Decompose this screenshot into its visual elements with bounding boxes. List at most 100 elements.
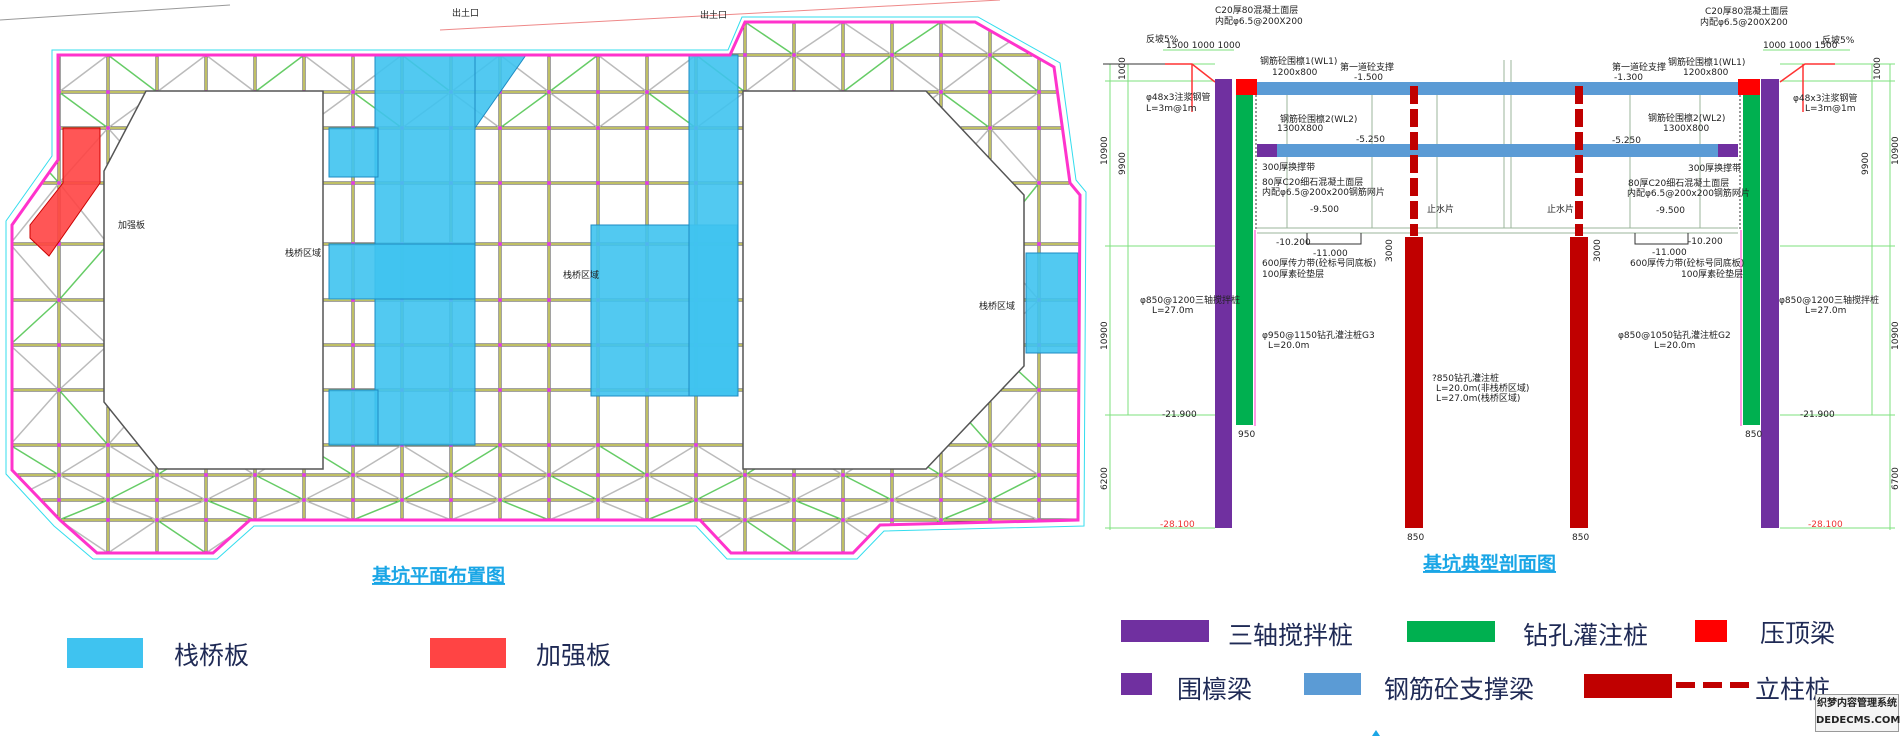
legend-swatch-cap (1695, 620, 1727, 642)
truss-diagonal (450, 474, 501, 501)
truss-diagonal (646, 474, 697, 501)
truss-node (8, 53, 12, 57)
truss-diagonal (744, 54, 795, 93)
truss-diagonal (989, 54, 1040, 93)
truss-node (351, 343, 355, 347)
truss-node (988, 53, 992, 57)
truss-node (694, 551, 698, 553)
section-title: 基坑典型剖面图 (1422, 552, 1556, 575)
cap-note: 内配φ6.5@200X200 (1215, 15, 1303, 27)
legend-swatch-reinforce (430, 638, 506, 668)
truss-node (939, 498, 943, 502)
wl1-note: 钢筋砼围檩1(WL1) (1668, 56, 1745, 68)
truss-diagonal (793, 22, 844, 56)
truss-diagonal (58, 299, 109, 346)
smw-length: L=27.0m (1805, 306, 1846, 316)
truss-node (547, 551, 551, 553)
force-band-note: 600厚传力带(砼标号同底板) (1262, 257, 1376, 269)
truss-node (351, 551, 355, 553)
truss-node (8, 551, 12, 555)
wl1-size: 1200x800 (1683, 68, 1729, 78)
cap-beam-left (1236, 79, 1257, 95)
level: -28.100 (1160, 520, 1195, 530)
truss-node (57, 551, 61, 553)
bored-length: L=20.0m (1654, 341, 1695, 351)
trestle-area-label: 栈桥区域 (285, 247, 321, 259)
truss-diagonal (940, 54, 991, 93)
truss-node (8, 20, 12, 24)
cap-note: C20厚80混凝土面层 (1705, 5, 1788, 17)
truss-node (106, 90, 110, 94)
opening-right (742, 90, 1025, 470)
pit-outline (10, 20, 1082, 555)
strut1-note: 第一道砼支撑 (1340, 61, 1394, 73)
truss-diagonal (12, 474, 60, 501)
truss-node (57, 343, 61, 347)
dim: 6700 (1891, 467, 1901, 490)
dim: 10900 (1891, 321, 1901, 350)
truss-node (596, 473, 600, 477)
truss-node (449, 498, 453, 502)
dim: 1000 (1118, 57, 1128, 80)
truss-node (988, 90, 992, 94)
level: -1.300 (1614, 73, 1643, 83)
truss-node (351, 90, 355, 94)
truss-node (498, 473, 502, 477)
truss-node (841, 53, 845, 57)
truss-diagonal (646, 519, 697, 553)
truss-node (302, 551, 306, 553)
truss-diagonal (450, 444, 501, 476)
legend-label-cap: 压顶梁 (1760, 619, 1836, 648)
truss-node (498, 242, 502, 246)
truss-diagonal (58, 474, 109, 501)
truss-node (302, 498, 306, 502)
truss-diagonal (499, 444, 550, 476)
truss-diagonal (156, 54, 207, 93)
smw-wall-right (1761, 79, 1779, 528)
truss-diagonal (744, 474, 795, 501)
trestle-area-label: 栈桥区域 (563, 269, 599, 281)
truss-diagonal (940, 22, 991, 56)
dim: 1000 (1873, 57, 1883, 80)
dim: 9900 (1861, 152, 1871, 175)
truss-node (645, 551, 649, 553)
cushion-note: 100厚素砼垫层 (1681, 268, 1743, 280)
wl2-note: 钢筋砼围檩2(WL2) (1648, 112, 1725, 124)
wl1-note: 钢筋砼围檩1(WL1) (1260, 55, 1337, 67)
truss-node (743, 473, 747, 477)
trestle-panel (328, 243, 476, 300)
truss-diagonal (12, 182, 60, 245)
truss-diagonal (793, 54, 844, 93)
level: -11.000 (1313, 249, 1348, 259)
truss-node (8, 90, 12, 94)
truss-node (547, 298, 551, 302)
truss-node (449, 22, 453, 24)
truss-diagonal (646, 91, 697, 129)
truss-diagonal (107, 54, 158, 93)
trestle-panel (328, 127, 379, 178)
dim-top: 1000 1000 1500 (1763, 41, 1838, 51)
pit-outline-outer (5, 16, 1087, 560)
truss-node (1037, 181, 1041, 185)
reinforce-slab-panel (29, 127, 101, 257)
truss-diagonal (254, 519, 305, 553)
slab-note: 内配φ6.5@200x200钢筋网片 (1627, 187, 1750, 199)
truss-node (498, 181, 502, 185)
truss-diagonal (744, 519, 795, 553)
truss-node (498, 22, 502, 24)
truss-node (498, 343, 502, 347)
section-view: C20厚80混凝土面层 内配φ6.5@200X200 反坡5% 1500 100… (1100, 4, 1901, 575)
truss-node (841, 473, 845, 477)
trestle-slab-panels (328, 54, 1079, 446)
plan-title: 基坑平面布置图 (371, 564, 505, 587)
level: -5.250 (1356, 135, 1385, 145)
truss-diagonal (352, 519, 403, 553)
band-note: 300厚换撑带 (1688, 162, 1741, 174)
truss-node (57, 473, 61, 477)
force-band-note: 600厚传力带(砼标号同底板) (1630, 257, 1744, 269)
band-note: 300厚换撑带 (1262, 161, 1315, 173)
strut-beam-2 (1257, 144, 1738, 157)
truss-node (400, 473, 404, 477)
truss-diagonal (989, 444, 1040, 476)
truss-diagonal (989, 22, 1040, 56)
